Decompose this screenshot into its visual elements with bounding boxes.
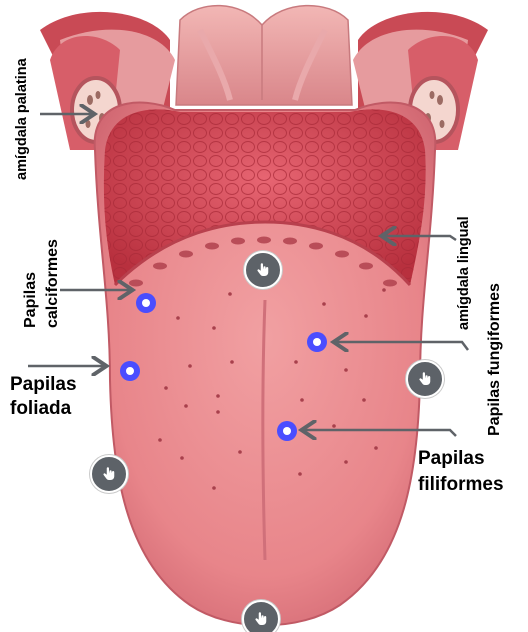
pointer-arrows xyxy=(28,114,469,436)
hand-pointer-icon xyxy=(257,263,269,276)
pin-papilas-fungiformes[interactable] xyxy=(307,332,327,352)
hotspot-button[interactable] xyxy=(406,360,444,398)
hand-pointer-icon xyxy=(103,467,115,480)
hand-pointer-icon xyxy=(419,372,431,385)
hand-pointer-icon xyxy=(255,612,267,625)
arrow-papilas-filiformes xyxy=(304,430,457,436)
label-papilas-calciformes-line2: calciformes xyxy=(44,239,61,328)
location-dot-icon xyxy=(142,299,150,307)
location-dot-icon xyxy=(283,427,291,435)
label-amigdala-palatina: amígdala palatina xyxy=(14,58,30,180)
label-papilas-filiformes-line2: filiformes xyxy=(418,474,504,495)
hotspot-button[interactable] xyxy=(90,455,128,493)
hotspot-button[interactable] xyxy=(242,600,280,632)
label-papilas-calciformes-line1: Papilas xyxy=(22,271,39,328)
papillae-dots xyxy=(158,288,386,490)
median-sulcus xyxy=(261,299,267,561)
label-papilas-foliada-line1: Papilas xyxy=(10,374,77,395)
label-papilas-fungiformes: Papilas fungiformes xyxy=(486,283,503,436)
epiglottis xyxy=(175,4,353,106)
pin-papilas-filiformes[interactable] xyxy=(277,421,297,441)
arrow-papilas-fungiformes xyxy=(336,342,469,350)
label-amigdala-lingual: amígdala lingual xyxy=(456,216,472,330)
lingual-tonsil xyxy=(103,109,426,287)
label-papilas-foliada-line2: foliada xyxy=(10,398,72,419)
hotspot-button[interactable] xyxy=(244,251,282,289)
location-dot-icon xyxy=(126,367,134,375)
label-papilas-filiformes-line1: Papilas xyxy=(418,448,485,469)
pin-papilas-foliada[interactable] xyxy=(120,361,140,381)
arrow-amigdala-lingual xyxy=(384,236,457,240)
location-dot-icon xyxy=(313,338,321,346)
pin-papilas-calciformes[interactable] xyxy=(136,293,156,313)
